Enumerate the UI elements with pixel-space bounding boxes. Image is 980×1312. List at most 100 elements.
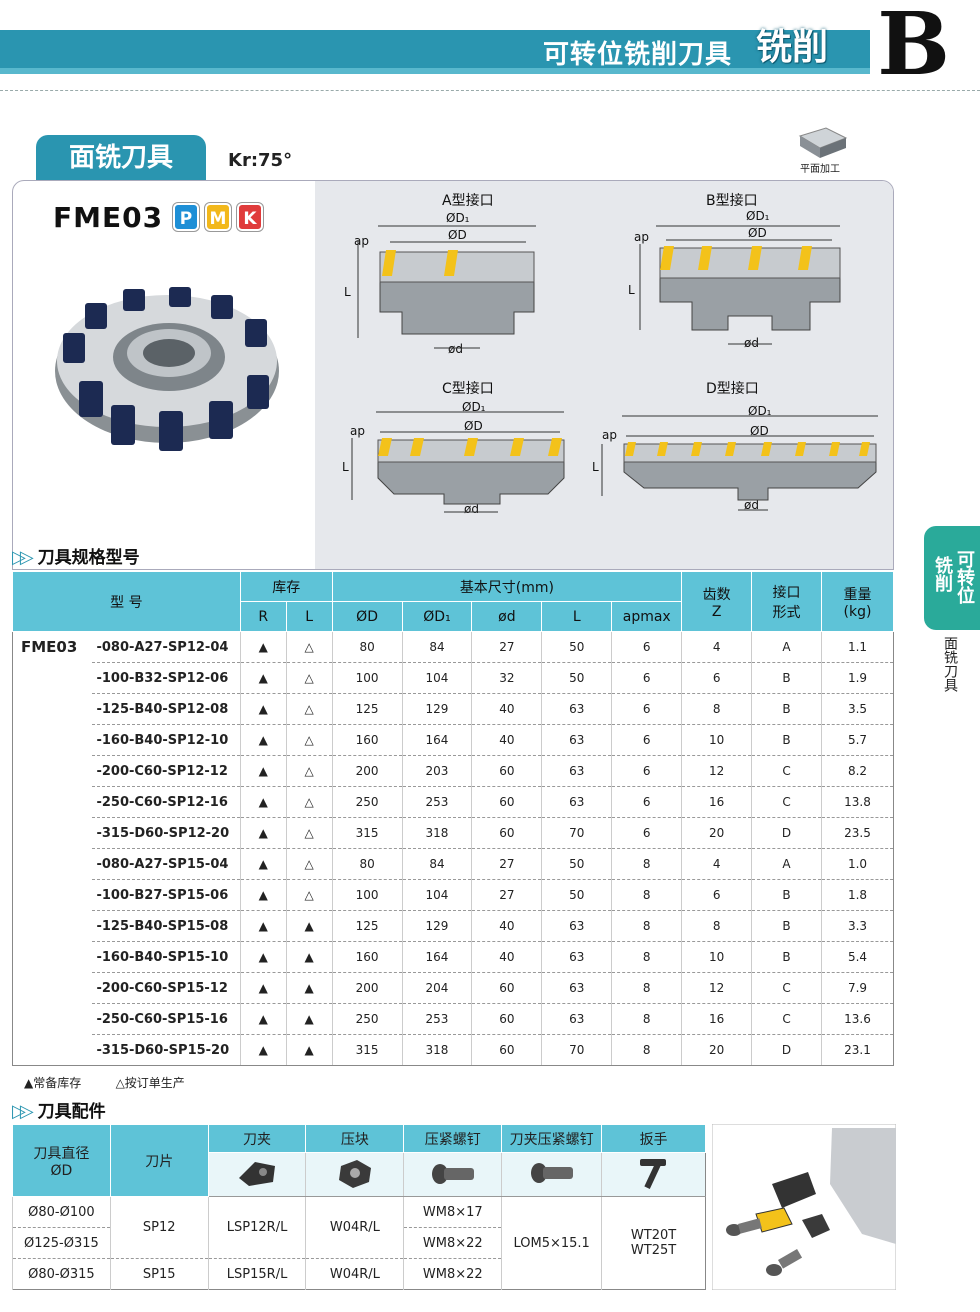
side-category-tab[interactable]: 可转位 铣削	[924, 526, 980, 630]
screw-icon	[403, 1152, 502, 1197]
table-cell: B	[751, 693, 822, 725]
table-cell: 3.3	[820, 910, 894, 942]
table-cell: ▲	[239, 755, 287, 787]
table-cell: 204	[401, 972, 472, 1004]
table-cell: 6	[611, 631, 682, 663]
acc-dia-1: Ø80-Ø100	[12, 1196, 111, 1228]
section-arrow-icon: ▷▷	[12, 547, 34, 568]
table-cell: 6	[681, 879, 752, 911]
table-cell: 84	[401, 848, 472, 880]
acc-screw-header: 压紧螺钉	[403, 1124, 503, 1153]
table-cell: -160-B40-SP12-10	[92, 724, 241, 756]
table-cell: 250	[331, 786, 403, 818]
acc-insert-sp12: SP12	[109, 1196, 209, 1259]
table-cell: 27	[471, 879, 542, 911]
table-cell: 164	[401, 941, 472, 973]
header-divider	[0, 90, 980, 91]
side-tab-line2: 铣削	[932, 556, 953, 592]
legend-stock: ▲常备库存	[24, 1076, 82, 1090]
table-cell: 40	[471, 724, 542, 756]
table-cell: 125	[331, 910, 403, 942]
table-cell: 23.5	[820, 817, 894, 849]
table-cell: 20	[681, 817, 752, 849]
diagram-b-bore-label: ød	[744, 336, 759, 350]
table-cell: -125-B40-SP15-08	[92, 910, 241, 942]
table-cell: -250-C60-SP12-16	[92, 786, 241, 818]
table-cell: ▲	[239, 662, 287, 694]
table-cell: D	[751, 1034, 822, 1066]
table-cell: -315-D60-SP15-20	[92, 1034, 241, 1066]
acc-clamp-12: LSP12R/L	[207, 1196, 306, 1259]
table-cell: 5.4	[820, 941, 894, 973]
col-weight-header: 重量(kg)	[820, 571, 895, 632]
table-cell: 70	[541, 1034, 612, 1066]
table-cell: 13.6	[820, 1003, 894, 1035]
diagram-c-ap-label: ap	[350, 424, 365, 438]
model-name: FME03	[53, 201, 164, 234]
row-prefix	[12, 1034, 93, 1066]
row-prefix	[13, 880, 93, 911]
header-band	[0, 30, 870, 74]
diagram-a-title: A型接口	[442, 193, 494, 209]
acc-clamp-15: LSP15R/L	[207, 1258, 306, 1290]
spec-section-title: ▷▷ 刀具规格型号	[12, 543, 140, 568]
table-cell: ▲	[285, 1003, 333, 1035]
category-tab: 面铣刀具	[36, 135, 206, 181]
table-cell: 1.9	[820, 662, 894, 694]
table-cell: -315-D60-SP12-20	[92, 817, 241, 849]
table-cell: 8	[611, 1034, 682, 1066]
table-cell: 32	[471, 662, 542, 694]
table-cell: -125-B40-SP12-08	[92, 693, 241, 725]
table-cell: ▲	[285, 1034, 333, 1066]
table-cell: 27	[471, 848, 542, 880]
face-mill-cutter-image	[55, 287, 279, 451]
table-cell: △	[285, 755, 333, 787]
table-cell: C	[751, 1003, 822, 1035]
table-cell: 63	[541, 755, 612, 787]
table-cell: 129	[401, 910, 472, 942]
table-cell: 8	[611, 879, 682, 911]
table-cell: ▲	[239, 879, 287, 911]
col-model-header: 型 号	[12, 571, 241, 632]
acc-screw-2: WM8×22	[403, 1227, 502, 1259]
assembly-exploded-image	[712, 1124, 896, 1290]
table-cell: 23.1	[820, 1034, 894, 1066]
col-interface-header: 接口形式	[751, 571, 822, 632]
table-cell: 160	[331, 941, 403, 973]
table-cell: C	[751, 786, 822, 818]
acc-wedge-12: W04R/L	[305, 1196, 404, 1259]
material-k-badge: K	[237, 203, 263, 231]
acc-clamp-screw: LOM5×15.1	[501, 1196, 602, 1290]
clamp-icon	[207, 1152, 306, 1197]
table-cell: 100	[331, 662, 403, 694]
diagram-c-drawing	[351, 411, 565, 513]
row-prefix	[13, 725, 93, 756]
table-cell: 6	[611, 693, 682, 725]
table-cell: 3.5	[820, 693, 894, 725]
table-cell: 60	[471, 786, 542, 818]
table-cell: 1.1	[820, 631, 894, 663]
acc-clamp-header: 刀夹	[207, 1124, 307, 1153]
table-cell: 63	[541, 1003, 612, 1035]
table-cell: 84	[401, 631, 472, 663]
table-cell: △	[285, 724, 333, 756]
col-l-header: L	[285, 601, 333, 632]
diagram-d-drawing	[601, 415, 878, 511]
table-cell: 63	[541, 786, 612, 818]
table-cell: 1.0	[820, 848, 894, 880]
table-cell: 60	[471, 1003, 542, 1035]
table-cell: -250-C60-SP15-16	[92, 1003, 241, 1035]
header-title: 可转位铣削刀具	[542, 40, 732, 70]
table-cell: △	[285, 786, 333, 818]
table-cell: 60	[471, 1034, 542, 1066]
kr-angle: Kr:75°	[228, 150, 293, 171]
table-cell: ▲	[239, 786, 287, 818]
table-cell: 63	[541, 724, 612, 756]
table-cell: -100-B32-SP12-06	[92, 662, 241, 694]
